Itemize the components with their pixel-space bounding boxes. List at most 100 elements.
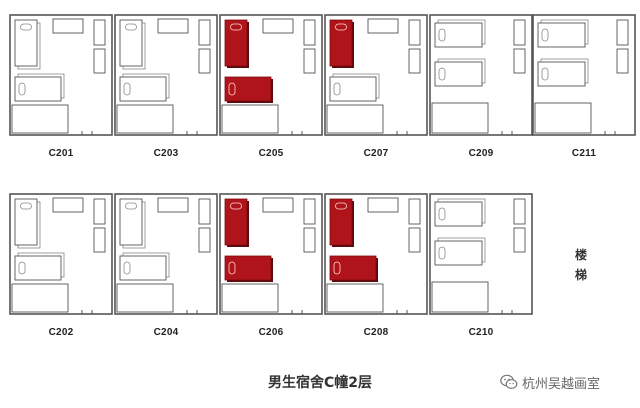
wardrobe [513,227,526,253]
wardrobe [198,227,211,253]
bed [119,198,146,249]
room-c204 [114,193,218,315]
wardrobe-bottom [431,281,489,313]
desk [52,197,84,213]
watermark: 杭州吴越画室 [500,372,635,392]
pillow-icon [125,202,137,210]
room-c208 [324,193,428,315]
wardrobe-bottom [534,102,592,134]
wardrobe-bottom [431,102,489,134]
room-label-c206: C206 [258,327,284,338]
wardrobe [616,19,629,46]
pillow-icon [230,23,242,31]
wardrobe [93,198,106,225]
bed [119,73,170,102]
pillow-icon [333,82,341,96]
wardrobe [408,198,421,225]
desk [52,18,84,34]
bed [14,19,41,70]
room-label-c205: C205 [258,148,284,159]
room-label-c208: C208 [363,327,389,338]
room-label-c210: C210 [468,327,494,338]
desk [157,197,189,213]
pillow-icon [228,82,236,96]
pillow-icon [438,28,446,42]
pillow-icon [541,67,549,81]
floor-title: 男生宿舍C幢2层 [267,375,372,391]
bed [434,237,486,266]
pillow-icon [335,23,347,31]
pillow-icon [123,261,131,275]
bed [14,252,65,281]
watermark-text: 杭州吴越画室 [522,376,601,392]
wardrobe [513,19,526,46]
room-c205 [219,14,323,136]
wardrobe [408,227,421,253]
room-label-c201: C201 [48,148,74,159]
wardrobe [408,48,421,74]
wardrobe-bottom [11,283,69,313]
wardrobe [198,19,211,46]
desk [367,18,399,34]
pillow-icon [333,261,341,275]
desk [262,18,294,34]
room-c202 [9,193,113,315]
wardrobe-bottom [11,104,69,134]
wardrobe [513,48,526,74]
bed [119,19,146,70]
wardrobe [616,48,629,74]
room-label-c207: C207 [363,148,389,159]
desk [367,197,399,213]
bed [119,252,170,281]
room-c203 [114,14,218,136]
stair-label: 楼 梯 [556,245,606,285]
room-label-c204: C204 [153,327,179,338]
pillow-icon [228,261,236,275]
bed [14,198,41,249]
pillow-icon [125,23,137,31]
pillow-icon [123,82,131,96]
bed [14,73,65,102]
pillow-icon [335,202,347,210]
stair-char-1: 楼 [574,248,587,262]
desk [262,197,294,213]
bed [434,58,486,87]
occupied-bed [224,76,273,103]
room-c210 [429,193,533,315]
bed [329,73,380,102]
room-c211 [532,14,636,136]
room-label-c203: C203 [153,148,179,159]
room-label-c209: C209 [468,148,494,159]
room-label-c202: C202 [48,327,74,338]
room-c201 [9,14,113,136]
occupied-bed [329,198,354,247]
occupied-bed [329,255,378,282]
room-c209 [429,14,533,136]
wardrobe [198,48,211,74]
stair-char-2: 梯 [574,268,587,282]
wardrobe-bottom [116,104,174,134]
wardrobe [303,19,316,46]
pillow-icon [438,207,446,221]
wechat-icon [500,374,518,389]
wardrobe [513,198,526,225]
wardrobe [198,198,211,225]
wardrobe [408,19,421,46]
wardrobe-bottom [221,283,279,313]
bed [537,19,589,48]
bed [434,198,486,227]
pillow-icon [438,246,446,260]
wardrobe [303,198,316,225]
pillow-icon [18,261,26,275]
pillow-icon [20,202,32,210]
room-label-c211: C211 [571,148,597,159]
pillow-icon [541,28,549,42]
pillow-icon [18,82,26,96]
occupied-bed [224,198,249,247]
room-c207 [324,14,428,136]
bed [537,58,589,87]
wardrobe [93,227,106,253]
pillow-icon [438,67,446,81]
pillow-icon [230,202,242,210]
